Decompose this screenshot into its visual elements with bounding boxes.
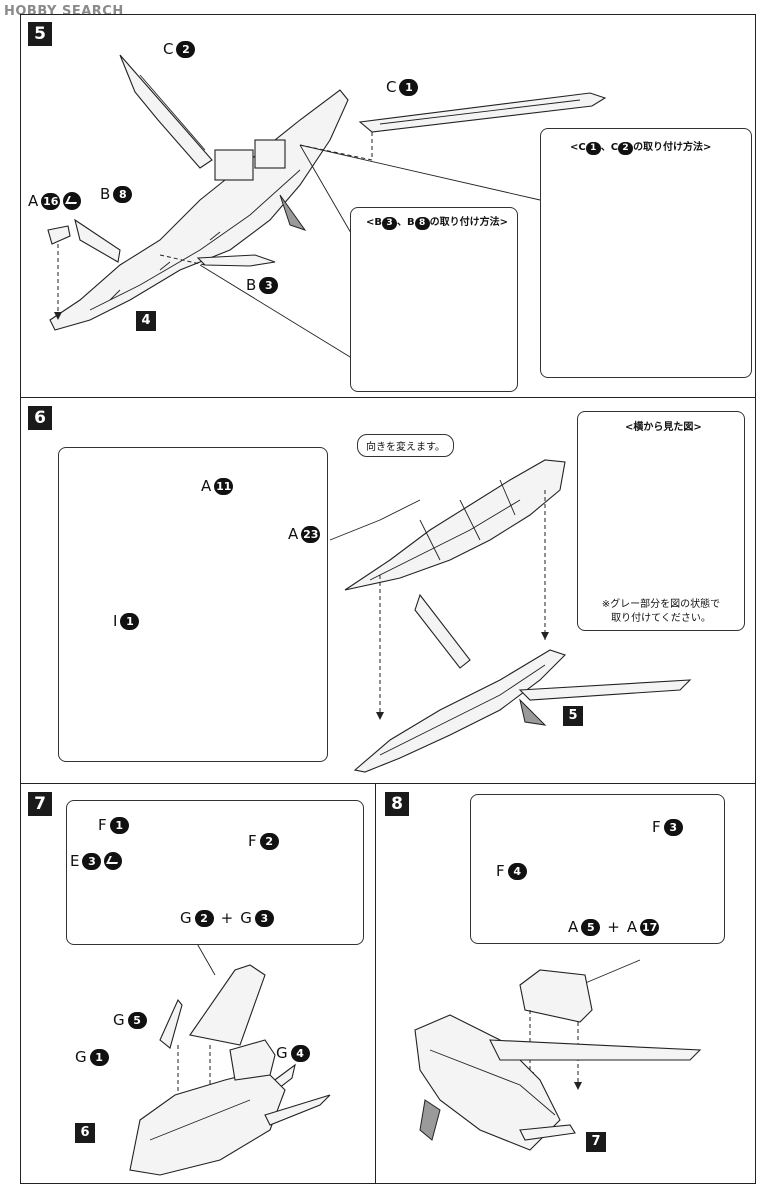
step-5-substep-badge: 4: [136, 311, 156, 331]
step-6-substep-badge: 5: [563, 706, 583, 726]
sticker-icon: [63, 192, 82, 210]
part-number-badge: 1: [89, 1048, 109, 1066]
part-number-badge: 2: [176, 40, 196, 58]
step-6-number: 6: [28, 406, 52, 430]
sticker-icon: [104, 852, 123, 870]
part-number-badge: 4: [507, 862, 527, 880]
callout-b-attach: [350, 207, 518, 392]
page-frame: [20, 14, 756, 1184]
step-7-substep-badge: 6: [75, 1123, 95, 1143]
step-8-substep-badge: 7: [586, 1132, 606, 1152]
callout-c-attach: [540, 128, 752, 378]
step-7-number: 7: [28, 792, 52, 816]
part-number-badge: 8: [113, 185, 133, 203]
part-number-badge: 5: [127, 1011, 147, 1029]
divider-6-78: [20, 783, 756, 784]
step-6-chassis-panel: [58, 447, 328, 762]
part-number-badge: 16: [41, 192, 61, 210]
divider-5-6: [20, 397, 756, 398]
side-view-panel: [577, 411, 745, 631]
step-8-number: 8: [385, 792, 409, 816]
part-number-badge: 1: [399, 78, 419, 96]
part-number-badge: 3: [663, 818, 683, 836]
rotate-note-bubble: 向きを変えます。: [357, 434, 454, 457]
part-number-badge: 23: [301, 525, 321, 543]
part-number-badge: 11: [214, 477, 234, 495]
part-number-badge: 4: [290, 1044, 310, 1062]
side-view-title: <横から見た図>: [625, 422, 702, 433]
part-number-badge: 1: [120, 612, 140, 630]
watermark: HOBBY SEARCH: [4, 4, 124, 19]
side-view-note: ※グレー部分を図の状態で 取り付けてください。: [601, 599, 721, 624]
part-number-badge: 3: [259, 276, 279, 294]
part-number-badge: 3: [82, 852, 102, 870]
part-number-badge: 2: [259, 832, 279, 850]
divider-7-8: [375, 783, 376, 1183]
part-number-badge: 1: [109, 816, 129, 834]
step-5-number: 5: [28, 22, 52, 46]
